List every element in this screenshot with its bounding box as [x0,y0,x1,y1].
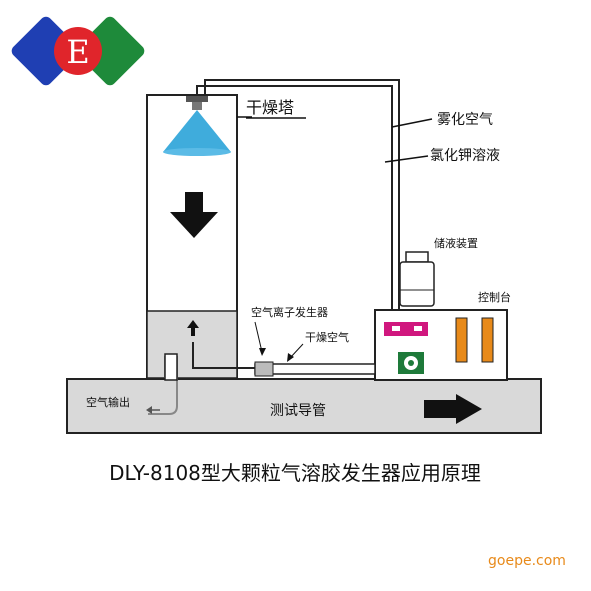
flow-meter-1 [455,317,468,363]
duct-flow-arrow [424,394,482,424]
diagram-caption: DLY-8108型大颗粒气溶胶发生器应用原理 [109,461,481,485]
airflow-up-arrow [187,320,199,336]
watermark: goepe.com [488,553,566,569]
label-kcl-solution: 氯化钾溶液 [430,148,500,164]
label-dryer-tower: 干燥塔 [246,98,294,117]
pump-module [384,322,428,336]
label-control-panel: 控制台 [478,290,511,304]
air-outlet-pipe [164,353,178,381]
airflow-down-arrow [170,192,218,238]
label-dry-air: 干燥空气 [305,330,349,344]
air-pump [398,352,424,374]
flow-meter-2 [481,317,494,363]
label-air-outlet: 空气输出 [86,395,130,409]
company-logo: E [11,16,145,86]
ion-generator [254,361,274,377]
label-atomized-air: 雾化空气 [437,112,493,128]
spray-nozzle [163,96,231,156]
label-ion-generator: 空气离子发生器 [251,305,328,319]
label-reservoir: 储液装置 [434,236,478,250]
reservoir-bottle [399,251,435,307]
logo-letter: E [66,33,89,71]
label-test-duct: 测试导管 [270,403,326,419]
